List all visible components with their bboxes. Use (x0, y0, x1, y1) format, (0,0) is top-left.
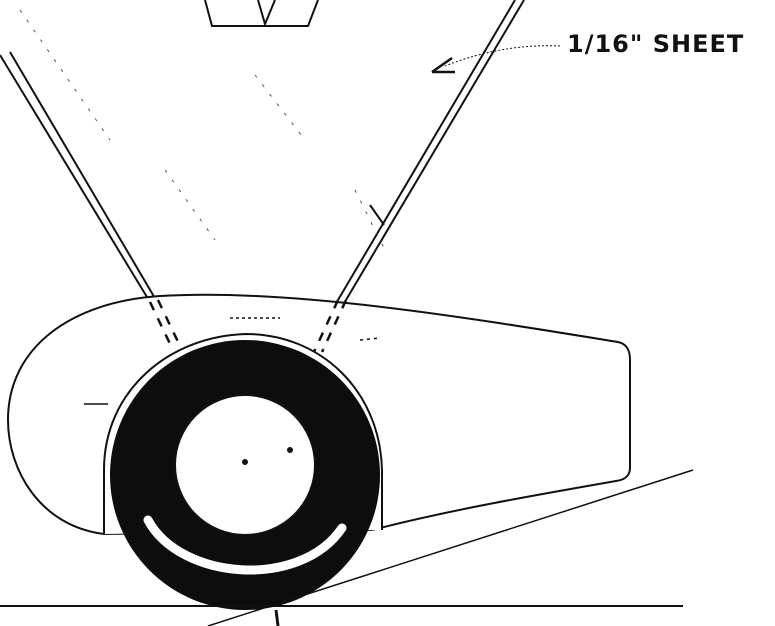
strut-top-fitting (204, 0, 319, 27)
sheet-callout-label: 1/16" SHEET (567, 30, 745, 58)
axle-point (287, 447, 293, 453)
pant-detail-lines (84, 317, 381, 405)
right-strut-leg (337, 0, 525, 301)
strut-tick (369, 204, 385, 226)
hidden-lines (19, 9, 386, 251)
callout-leader (431, 45, 561, 74)
bottom-tick (274, 609, 280, 626)
tire-highlight (143, 515, 347, 575)
left-strut-leg (0, 51, 157, 303)
axle-center (242, 459, 248, 465)
angle-reference-line (207, 469, 694, 626)
